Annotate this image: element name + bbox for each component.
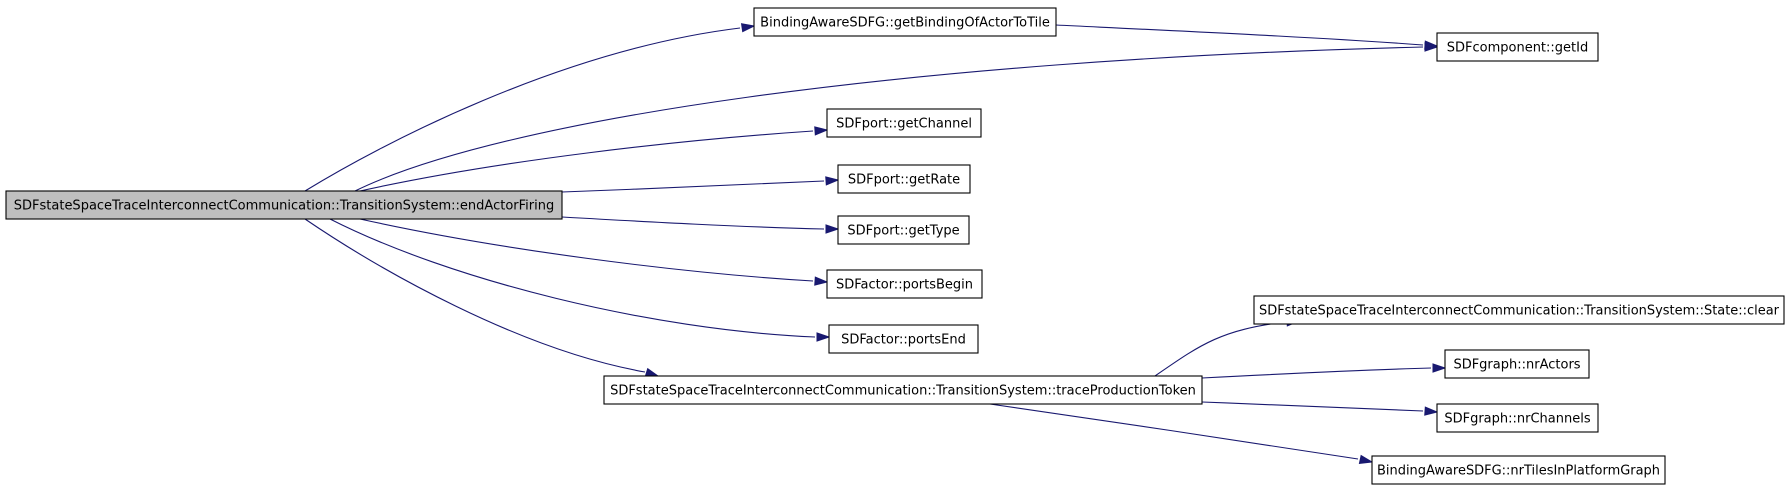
edge-root-to-gettype [561, 216, 840, 234]
node-box[interactable] [753, 7, 1057, 37]
node-box[interactable] [1371, 455, 1666, 485]
arrowhead [814, 126, 829, 136]
arrowhead [1424, 406, 1439, 416]
node-box[interactable] [826, 108, 982, 138]
node-box[interactable] [837, 215, 970, 245]
edge-traceprod-to-stateclear [1154, 317, 1301, 377]
edge-root-to-binding_tile [304, 23, 756, 192]
node-box[interactable] [1444, 349, 1590, 379]
node-box[interactable] [603, 375, 1203, 405]
node-label: SDFactor::portsEnd [841, 333, 966, 348]
arrowhead [816, 332, 831, 342]
edge-root-to-getrate [561, 176, 840, 193]
node-label: SDFactor::portsBegin [836, 278, 973, 293]
node-label: BindingAwareSDFG::getBindingOfActorToTil… [760, 16, 1050, 31]
node-box[interactable] [1253, 295, 1785, 325]
edge-line [561, 180, 825, 193]
node-gettype[interactable]: SDFport::getType [837, 215, 970, 245]
edge-traceprod-to-nrtiles [989, 403, 1374, 464]
node-box[interactable] [5, 190, 563, 220]
edge-line [359, 218, 814, 282]
arrowhead [644, 367, 660, 377]
node-getid[interactable]: SDFcomponent::getId [1436, 32, 1599, 62]
edge-line [989, 403, 1359, 460]
node-box[interactable] [828, 324, 979, 354]
edge-line [304, 27, 741, 192]
node-label: SDFport::getChannel [836, 117, 972, 132]
node-stateclear[interactable]: SDFstateSpaceTraceInterconnectCommunicat… [1253, 295, 1785, 325]
node-box[interactable] [837, 164, 971, 194]
node-getrate[interactable]: SDFport::getRate [837, 164, 971, 194]
edge-traceprod-to-nrchannels [1201, 401, 1439, 416]
node-portsbegin[interactable]: SDFactor::portsBegin [826, 269, 983, 299]
nodes-layer: SDFstateSpaceTraceInterconnectCommunicat… [5, 7, 1785, 485]
arrowhead [814, 276, 829, 286]
node-traceprod[interactable]: SDFstateSpaceTraceInterconnectCommunicat… [603, 375, 1203, 405]
edge-line [1055, 24, 1424, 46]
edges-layer [304, 23, 1447, 464]
edge-root-to-getchannel [359, 126, 829, 192]
node-label: SDFgraph::nrActors [1453, 358, 1580, 373]
edge-traceprod-to-nractors [1201, 363, 1447, 379]
node-label: SDFgraph::nrChannels [1444, 412, 1591, 427]
node-portsend[interactable]: SDFactor::portsEnd [828, 324, 979, 354]
arrowhead [825, 224, 840, 234]
edge-root-to-portsbegin [359, 218, 829, 286]
edge-line [1201, 367, 1432, 379]
edge-line [329, 218, 816, 338]
node-label: SDFport::getRate [848, 173, 960, 188]
arrowhead [1358, 454, 1374, 464]
node-label: SDFcomponent::getId [1447, 41, 1588, 56]
node-box[interactable] [1436, 32, 1599, 62]
node-box[interactable] [1436, 403, 1599, 433]
arrowhead [825, 176, 840, 186]
node-label: SDFport::getType [847, 224, 959, 239]
node-box[interactable] [826, 269, 983, 299]
edge-root-to-portsend [329, 218, 831, 342]
node-label: SDFstateSpaceTraceInterconnectCommunicat… [610, 384, 1196, 399]
edge-line [561, 216, 825, 230]
edge-line [359, 130, 814, 192]
edge-line [304, 218, 646, 373]
arrowhead [1432, 363, 1447, 373]
node-label: SDFstateSpaceTraceInterconnectCommunicat… [14, 199, 554, 214]
arrowhead [740, 23, 756, 33]
node-nractors[interactable]: SDFgraph::nrActors [1444, 349, 1590, 379]
node-binding_tile[interactable]: BindingAwareSDFG::getBindingOfActorToTil… [753, 7, 1057, 37]
node-getchannel[interactable]: SDFport::getChannel [826, 108, 982, 138]
node-label: BindingAwareSDFG::nrTilesInPlatformGraph [1377, 464, 1660, 479]
edge-line [354, 46, 1424, 192]
arrowhead [1424, 40, 1439, 50]
node-root[interactable]: SDFstateSpaceTraceInterconnectCommunicat… [5, 190, 563, 220]
edge-line [1201, 401, 1424, 412]
edge-binding_tile-to-getid [1055, 24, 1439, 50]
edge-line [1154, 321, 1286, 377]
node-label: SDFstateSpaceTraceInterconnectCommunicat… [1259, 304, 1780, 319]
node-nrtiles[interactable]: BindingAwareSDFG::nrTilesInPlatformGraph [1371, 455, 1666, 485]
node-nrchannels[interactable]: SDFgraph::nrChannels [1436, 403, 1599, 433]
